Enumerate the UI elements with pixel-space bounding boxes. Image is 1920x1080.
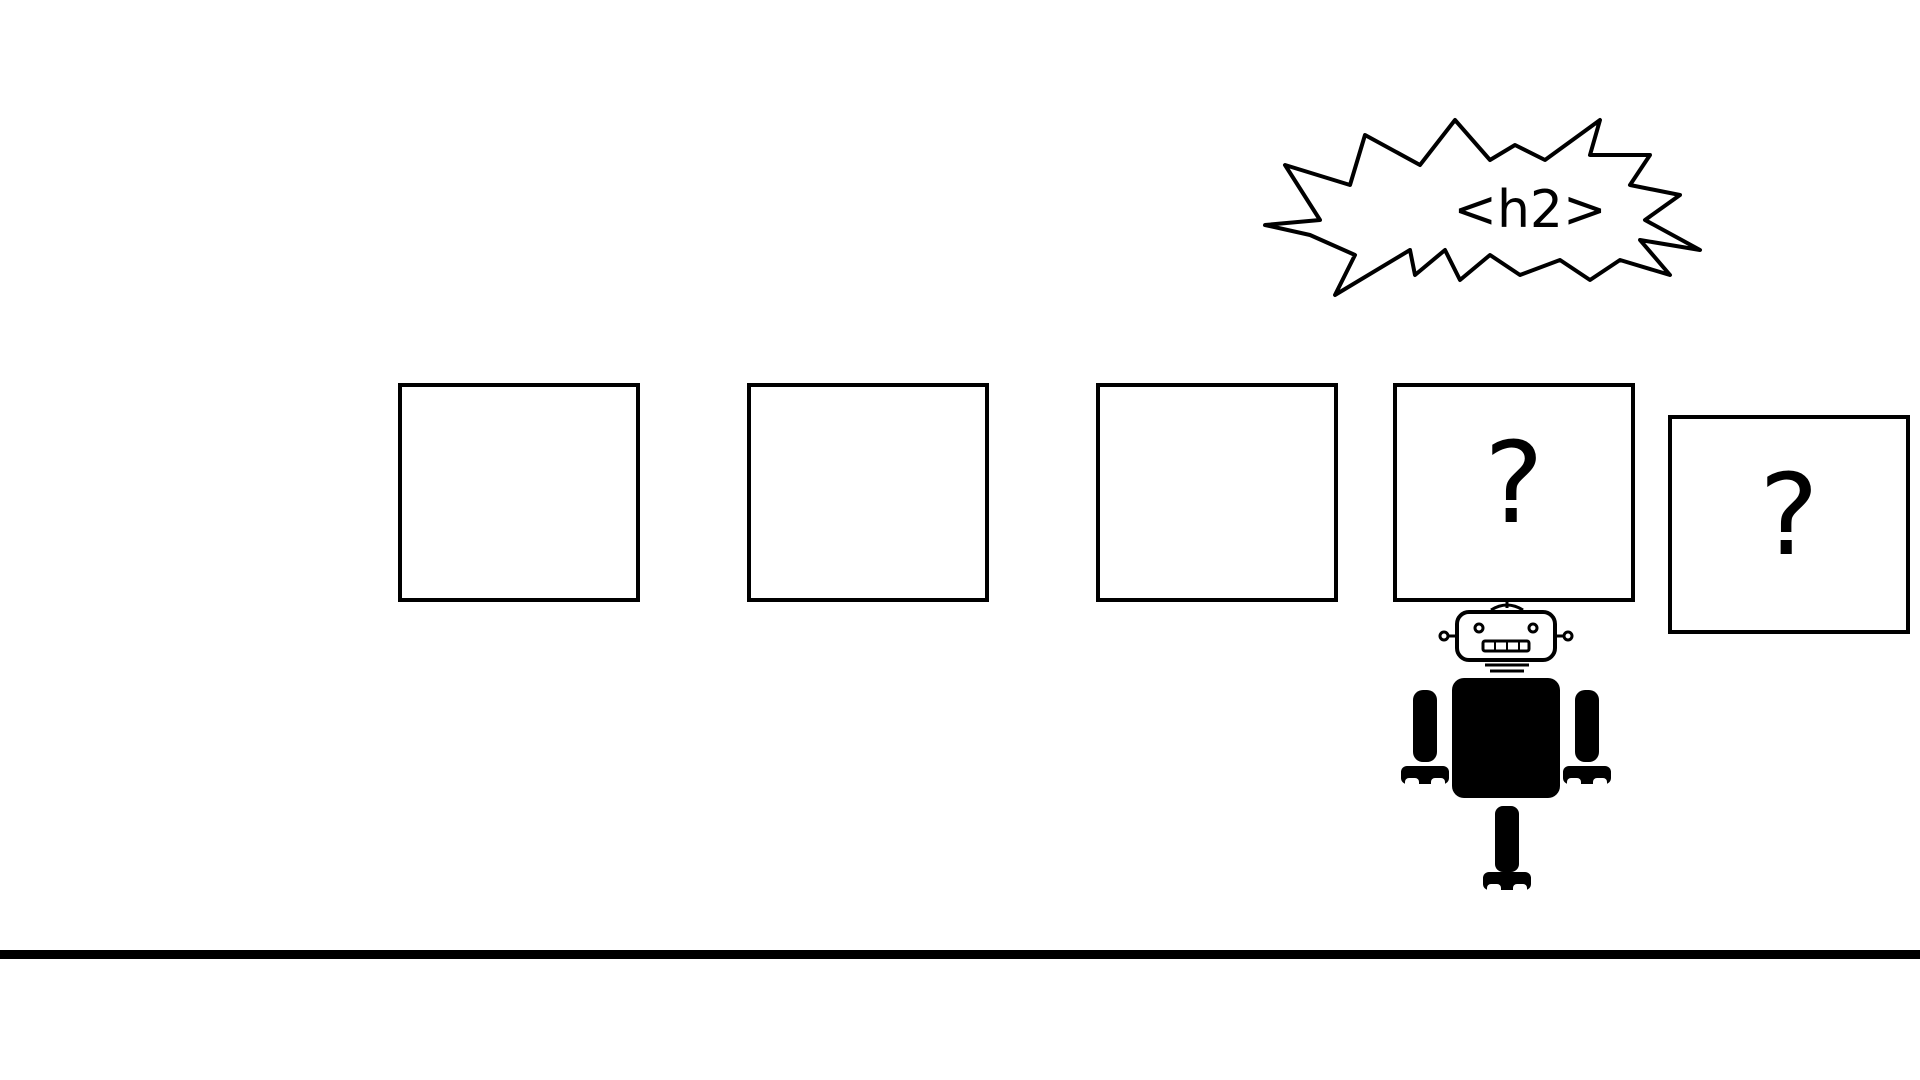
memory-box-3 [1096, 383, 1338, 602]
memory-box-5: ? [1668, 415, 1910, 634]
box-4-mark: ? [1484, 418, 1544, 549]
robot-icon [1401, 598, 1611, 894]
ground-line [0, 950, 1920, 959]
memory-box-1 [398, 383, 640, 602]
speech-burst: <h2> [1260, 110, 1760, 345]
speech-burst-text: <h2> [1453, 180, 1607, 240]
box-5-mark: ? [1759, 450, 1819, 581]
speech-burst-icon [1263, 118, 1702, 297]
memory-box-2 [747, 383, 989, 602]
memory-box-4: ? [1393, 383, 1635, 602]
